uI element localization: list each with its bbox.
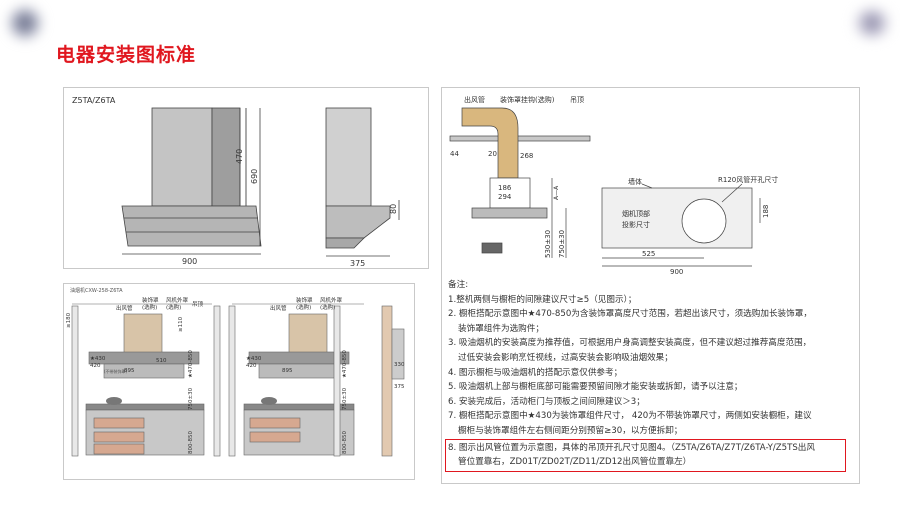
dim-895: 895 — [124, 368, 135, 374]
dim-430-right: ★430 — [246, 356, 262, 362]
drawing-panel-ceiling: 出风管 装饰罩挂钩(选购) 吊顶 44 20 268 186 294 A—A 5… — [441, 87, 860, 484]
label-hood-optional-right: (选购) — [320, 303, 335, 311]
dim-530: 530±30 — [544, 230, 552, 258]
corner-decoration-right — [852, 8, 892, 38]
highlighted-note: 8. 图示出风管位置为示意图，具体的吊顶开孔尺寸见图4。（Z5TA/Z6TA/Z… — [445, 438, 846, 472]
label-hood: 风机外罩 — [166, 296, 189, 304]
note-item: 4. 图示橱柜与吸油烟机的搭配示意仅供参考； — [448, 367, 623, 378]
dim-800-850: 800-850 — [188, 431, 194, 454]
installation-notes: 备注: 1.整机两侧与橱柜的间隙建议尺寸≥5（见图示）； 2. 橱柜搭配示意图中… — [445, 278, 848, 472]
dim-188: 188 — [762, 205, 770, 218]
label-ceiling: 吊顶 — [192, 301, 204, 308]
dim-430: ★430 — [90, 356, 106, 362]
note-item: 装饰罩组件为选购件； — [458, 323, 544, 334]
note-item: 5. 吸油烟机上部与橱柜底部可能需要预留间隙才能安装或拆卸，请予以注意； — [448, 382, 743, 393]
drawing-panel-dimensions: Z5TA/Z6TA 470 690 900 80 375 — [63, 87, 429, 269]
dim-186: 186 — [498, 184, 512, 192]
note-item: 2. 橱柜搭配示意图中★470-850为含装饰罩高度尺寸范围，若超出该尺寸，须选… — [448, 309, 812, 320]
label-cover-bracket: 装饰罩挂钩(选购) — [500, 95, 555, 104]
note-item: 3. 吸油烟机的安装高度为推荐值，可根据用户身高调整安装高度，但不建议超过推荐高… — [448, 338, 812, 349]
dim-690: 690 — [250, 169, 259, 184]
drawing-panel-cabinet: 油烟机CXW-258-Z6TA — [63, 283, 415, 480]
dim-20: 20 — [488, 150, 497, 158]
dim-420-right: 420 — [246, 363, 257, 369]
dim-80: 80 — [389, 204, 398, 214]
cabinet-installation-drawing: 油烟机CXW-258-Z6TA — [66, 287, 405, 457]
dim-750: 750±30 — [558, 230, 566, 258]
dim-800-850-right: 800-850 — [342, 431, 348, 454]
notes-heading: 备注: — [448, 280, 469, 290]
dim-510: 510 — [156, 358, 167, 364]
pot-icon — [106, 397, 122, 405]
label-projection: 投影尺寸 — [622, 220, 650, 229]
dim-268: 268 — [520, 152, 533, 160]
dim-900: 900 — [182, 257, 197, 266]
label-outlet-pipe: 出风管 — [464, 95, 485, 104]
dim-895-right: 895 — [282, 368, 293, 374]
label-ceiling: 吊顶 — [570, 96, 584, 104]
dim-420: 420 — [90, 363, 101, 369]
label-cab-top: 烟机顶部 — [622, 209, 650, 218]
label-wall: 墙体 — [628, 177, 642, 186]
note-item: 橱柜与装饰罩组件左右侧间距分别预留≥30，以方便拆卸； — [458, 425, 683, 436]
label-cover-right: 装饰罩 — [296, 296, 313, 304]
dim-110: ≥110 — [178, 316, 184, 332]
dim-900: 900 — [670, 268, 683, 276]
highlighted-note-line: 管位置靠右，ZD01T/ZD02T/ZD11/ZD12出风管位置靠左） — [458, 457, 692, 468]
ceiling-hole-drawing: 出风管 装饰罩挂钩(选购) 吊顶 44 20 268 186 294 A—A 5… — [449, 95, 778, 276]
dim-44: 44 — [450, 150, 459, 158]
dim-470: 470 — [235, 149, 244, 164]
pot-icon — [261, 397, 277, 405]
note-item: 6. 安装完成后，活动柜门与顶板之间间隙建议＞3； — [448, 396, 645, 407]
dim-330: 330 — [394, 362, 405, 368]
dim-470-850-right: ★470-850 — [342, 350, 348, 378]
label-hood-right: 风机外罩 — [320, 296, 343, 304]
cabinet-caption: 油烟机CXW-258-Z6TA — [70, 287, 123, 294]
page-title: 电器安装图标准 — [56, 44, 197, 66]
dim-294: 294 — [498, 193, 512, 201]
label-hole-size: R120风管开孔尺寸 — [718, 175, 778, 184]
model-label: Z5TA/Z6TA — [72, 96, 116, 105]
highlighted-note-line: 8. 图示出风管位置为示意图，具体的吊顶开孔尺寸见图4。（Z5TA/Z6TA/Z… — [448, 442, 815, 453]
dim-420-note: (不带装饰罩) — [104, 368, 128, 374]
label-outlet-pipe: 出风管 — [116, 304, 133, 312]
label-hood-optional: (选购) — [166, 303, 181, 311]
dim-470-850: ★470-850 — [188, 350, 194, 378]
dim-375: 375 — [350, 259, 365, 268]
label-cover-optional: (选购) — [142, 303, 157, 311]
note-item: 过低安装会影响烹饪视线，过高安装会影响吸油烟效果； — [458, 352, 673, 363]
section-label: A—A — [553, 185, 560, 200]
dim-750: 750±30 — [188, 387, 194, 410]
dim-750-right: 750±30 — [342, 387, 348, 410]
dim-525: 525 — [642, 250, 655, 258]
label-cover: 装饰罩 — [142, 296, 159, 304]
label-cover-optional-right: (选购) — [296, 303, 311, 311]
hood-dimension-drawing: Z5TA/Z6TA 470 690 900 80 375 — [72, 96, 400, 268]
dim-375: 375 — [394, 384, 405, 390]
label-outlet-pipe-right: 出风管 — [270, 304, 287, 312]
note-item: 1.整机两侧与橱柜的间隙建议尺寸≥5（见图示）； — [448, 294, 637, 305]
corner-decoration-left — [8, 6, 42, 40]
dim-180: ≥180 — [66, 312, 72, 328]
note-item: 7. 橱柜搭配示意图中★430为装饰罩组件尺寸， 420为不带装饰罩尺寸，两侧如… — [448, 411, 812, 422]
